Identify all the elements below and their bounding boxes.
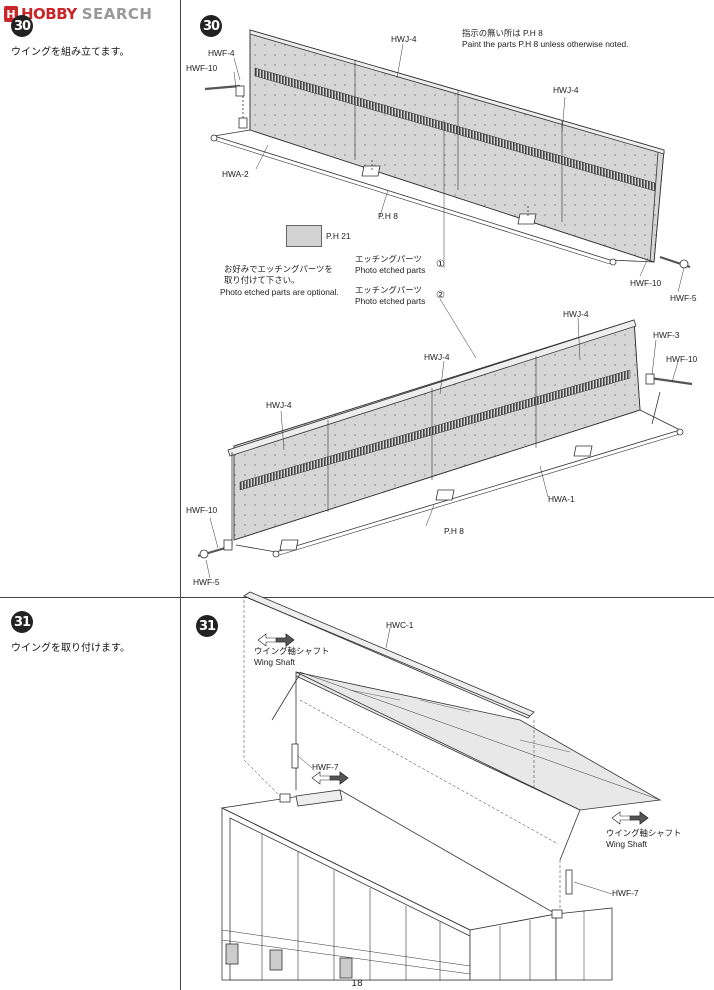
wing-shaft-jp-1: ウイング軸シャフト	[254, 646, 330, 656]
wing-shaft-jp-2: ウイング軸シャフト	[606, 828, 682, 838]
label-hwf10-top: HWF-10	[186, 63, 218, 73]
leader-lines-1	[233, 43, 685, 359]
site-logo: H HOBBY SEARCH	[4, 4, 153, 24]
label-hwj4-c: HWJ-4	[563, 309, 589, 319]
paint-swatch	[286, 225, 322, 247]
step-separator	[0, 597, 714, 598]
leader-lines-2	[205, 317, 679, 579]
logo-search: SEARCH	[81, 5, 153, 23]
label-hwf10-left: HWF-10	[186, 505, 218, 515]
label-ph8-b: P.H 8	[444, 526, 464, 536]
etched-2-num: ②	[436, 290, 445, 301]
label-hwf7-a: HWF-7	[312, 762, 339, 772]
wing-panel-2	[197, 319, 693, 559]
paint-note-en: Paint the parts P.H 8 unless otherwise n…	[462, 39, 629, 49]
step-31-number-diagram: 31	[196, 615, 218, 637]
step-31-description: ウイングを取り付けます。	[11, 643, 130, 654]
paint-note-jp: 指示の無い所は P.H 8	[462, 28, 543, 38]
direction-arrows	[257, 633, 649, 825]
page-number: 18	[351, 979, 363, 989]
logo-brand: HOBBY	[21, 5, 77, 23]
label-hwa1: HWA-1	[548, 494, 575, 504]
label-hwf10-right: HWF-10	[630, 278, 662, 288]
wing-shaft-en-1: Wing Shaft	[254, 657, 295, 667]
label-hwa2: HWA-2	[222, 169, 249, 179]
step-30-number-diagram: 30	[200, 15, 222, 37]
step-30-number-left: 30	[11, 15, 33, 37]
step-30-description: ウイングを組み立てます。	[11, 47, 130, 58]
label-hwc1: HWC-1	[386, 620, 414, 630]
label-hwj4-b: HWJ-4	[553, 85, 579, 95]
label-hwj4-a: HWJ-4	[391, 34, 417, 44]
step-31-number-left: 31	[11, 611, 33, 633]
label-hwf5-left: HWF-5	[193, 577, 220, 587]
etched-1-jp: エッチングパーツ	[355, 254, 422, 264]
leader-lines-3	[297, 627, 613, 895]
label-hwf5-right: HWF-5	[670, 293, 697, 303]
optional-note-en: Photo etched parts are optional.	[220, 287, 339, 297]
etched-2-en: Photo etched parts	[355, 296, 426, 306]
label-hwj4-e: HWJ-4	[266, 400, 292, 410]
label-hwf4: HWF-4	[208, 48, 235, 58]
wing-panel-1	[204, 29, 691, 269]
etched-1-num: ①	[436, 259, 445, 270]
label-ph21: P.H 21	[326, 231, 351, 241]
label-hwf10-right2: HWF-10	[666, 354, 698, 364]
etched-2-jp: エッチングパーツ	[355, 285, 422, 295]
optional-note-jp-2: 取り付けて下さい。	[224, 275, 300, 285]
label-ph8-a: P.H 8	[378, 211, 398, 221]
label-hwf3: HWF-3	[653, 330, 680, 340]
wing-shaft-en-2: Wing Shaft	[606, 839, 647, 849]
optional-note-jp-1: お好みでエッチングパーツを	[224, 264, 333, 274]
etched-1-en: Photo etched parts	[355, 265, 426, 275]
label-hwj4-d: HWJ-4	[424, 352, 450, 362]
label-hwf7-b: HWF-7	[612, 888, 639, 898]
column-divider	[180, 0, 181, 990]
wing-roof-assembly	[220, 591, 662, 981]
